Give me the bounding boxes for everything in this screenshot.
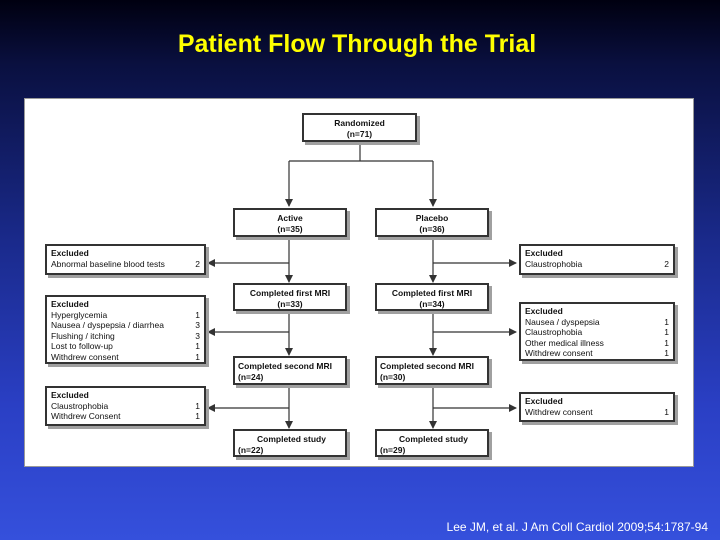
exclusion-reason: Claustrophobia [525,327,583,337]
exclusion-row: Lost to follow-up 1 [51,341,200,352]
active-first-mri-label: Completed first MRI [249,288,331,298]
active-first-mri-box: Completed first MRI (n=33) [233,283,347,311]
randomized-count: (n=71) [346,128,373,139]
exclusion-row: Withdrew consent 1 [525,348,669,359]
placebo-second-mri-label: Completed second MRI [380,361,474,371]
active-exclusion-2: Excluded Hyperglycemia 1 Nausea / dyspep… [45,295,206,364]
exclusion-row: Hyperglycemia 1 [51,310,200,321]
connector-lines [207,141,517,429]
exclusion-heading: Excluded [51,248,89,258]
exclusion-reason: Withdrew consent [525,348,593,358]
exclusion-row: Withdrew consent 1 [525,407,669,418]
placebo-exclusion-1: Excluded Claustrophobia 2 [519,244,675,275]
exclusion-count: 1 [664,316,669,327]
placebo-arm-label: Placebo [415,213,449,223]
exclusion-reason: Flushing / itching [51,330,115,341]
exclusion-heading: Excluded [525,248,563,258]
active-completed-label: Completed study [257,434,326,444]
randomized-label: Randomized [334,118,385,128]
active-second-mri-box: Completed second MRI (n=24) [233,356,347,385]
exclusion-reason: Lost to follow-up [51,341,113,351]
active-first-mri-count: (n=33) [277,298,303,309]
citation: Lee JM, et al. J Am Coll Cardiol 2009;54… [446,520,708,534]
exclusion-reason: Withdrew Consent [51,411,121,421]
exclusion-row: Withdrew consent 1 [51,352,200,363]
randomized-box: Randomized (n=71) [302,113,417,142]
exclusion-row: Nausea / dyspepsia 1 [525,317,669,328]
active-exclusion-3: Excluded Claustrophobia 1 Withdrew Conse… [45,386,206,426]
flow-diagram: Randomized (n=71) Active (n=35) Placebo … [24,98,694,467]
exclusion-heading: Excluded [525,306,563,316]
placebo-first-mri-box: Completed first MRI (n=34) [375,283,489,311]
placebo-arm-box: Placebo (n=36) [375,208,489,237]
active-completed-box: Completed study (n=22) [233,429,347,457]
exclusion-reason: Nausea / dyspepsia [525,316,600,327]
exclusion-count: 1 [664,327,669,337]
exclusion-reason: Hyperglycemia [51,309,108,320]
placebo-first-mri-label: Completed first MRI [391,288,473,298]
exclusion-row: Abnormal baseline blood tests 2 [51,259,200,270]
exclusion-heading: Excluded [51,299,89,309]
placebo-first-mri-count: (n=34) [419,298,445,309]
placebo-completed-label: Completed study [399,434,468,444]
exclusion-reason: Claustrophobia [51,400,109,411]
exclusion-heading: Excluded [525,396,563,406]
placebo-exclusion-3: Excluded Withdrew consent 1 [519,392,675,422]
exclusion-row: Claustrophobia 1 [525,327,669,338]
active-second-mri-count: (n=24) [238,371,264,382]
active-exclusion-1: Excluded Abnormal baseline blood tests 2 [45,244,206,275]
placebo-second-mri-box: Completed second MRI (n=30) [375,356,489,385]
exclusion-count: 1 [664,406,669,417]
placebo-completed-count: (n=29) [380,444,406,455]
active-arm-label: Active [277,213,303,223]
exclusion-count: 2 [195,258,200,269]
exclusion-row: Claustrophobia 1 [51,401,200,412]
exclusion-reason: Claustrophobia [525,258,583,269]
exclusion-count: 1 [664,337,669,348]
slide-title: Patient Flow Through the Trial [177,30,537,58]
exclusion-reason: Abnormal baseline blood tests [51,258,165,269]
exclusion-count: 1 [664,348,669,358]
active-arm-count: (n=35) [277,223,303,234]
exclusion-reason: Nausea / dyspepsia / diarrhea [51,320,164,330]
exclusion-count: 3 [195,330,200,341]
exclusion-row: Claustrophobia 2 [525,259,669,270]
exclusion-row: Withdrew Consent 1 [51,411,200,422]
placebo-exclusion-2: Excluded Nausea / dyspepsia 1 Claustroph… [519,302,675,361]
exclusion-count: 1 [195,351,200,362]
exclusion-count: 3 [195,320,200,330]
exclusion-reason: Withdrew consent [525,406,593,417]
active-second-mri-label: Completed second MRI [238,361,332,371]
exclusion-reason: Withdrew consent [51,351,119,362]
exclusion-heading: Excluded [51,390,89,400]
exclusion-row: Other medical illness 1 [525,338,669,349]
exclusion-row: Nausea / dyspepsia / diarrhea 3 [51,320,200,331]
active-completed-count: (n=22) [238,444,264,455]
exclusion-count: 1 [195,309,200,320]
placebo-arm-count: (n=36) [419,223,445,234]
exclusion-count: 1 [195,400,200,411]
active-arm-box: Active (n=35) [233,208,347,237]
exclusion-count: 1 [195,341,200,351]
exclusion-count: 2 [664,258,669,269]
exclusion-row: Flushing / itching 3 [51,331,200,342]
placebo-completed-box: Completed study (n=29) [375,429,489,457]
placebo-second-mri-count: (n=30) [380,371,406,382]
exclusion-count: 1 [195,411,200,421]
exclusion-reason: Other medical illness [525,337,604,348]
